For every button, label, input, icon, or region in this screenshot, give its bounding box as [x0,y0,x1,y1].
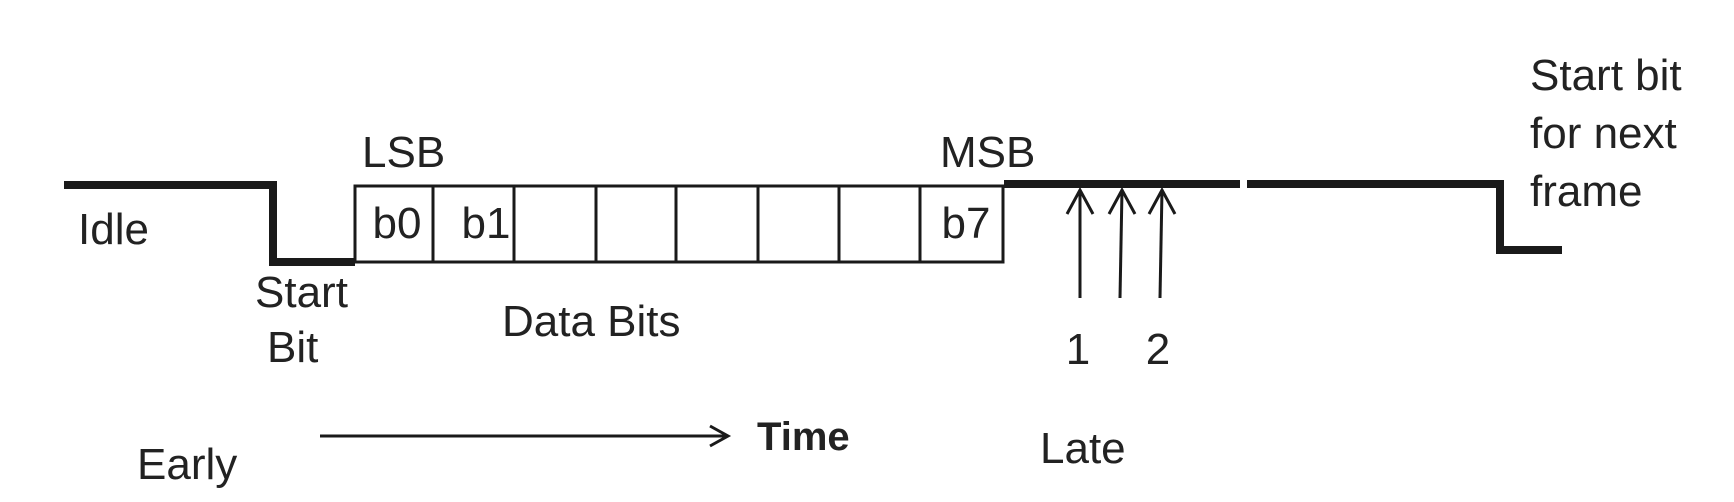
idle-line [64,181,355,266]
sample-arrow-2-shaft [1158,189,1164,299]
start-bit-label-line1: Start [255,268,348,317]
time-arrow-head [709,424,732,448]
sample-arrow-2-head [1147,186,1177,215]
start-bit-label-line2: Bit [267,323,318,372]
stop-marker-1: 1 [1066,325,1090,374]
bit-label-b1: b1 [462,199,511,248]
next-frame-label-line1: Start bit [1530,51,1682,100]
bit-label-b7: b7 [942,199,991,248]
next-frame-label-line2: for next [1530,109,1677,158]
time-label: Time [757,415,850,459]
next-start-bit-line [1247,180,1562,254]
sample-arrows [1065,186,1177,299]
data-bit-frame [353,184,1005,264]
sample-arrow-mid-head [1107,186,1137,215]
early-label: Early [137,440,237,489]
next-frame-label-line3: frame [1530,167,1642,216]
msb-label: MSB [940,128,1035,177]
data-bits-label: Data Bits [502,297,681,346]
lsb-label: LSB [362,128,445,177]
time-arrow [320,424,732,448]
stop-marker-2: 2 [1146,325,1170,374]
bit-cell-dividers [431,186,922,262]
sample-arrow-1-head [1065,186,1095,215]
late-label: Late [1040,424,1126,473]
sample-arrow-mid-shaft [1118,189,1124,299]
bit-label-b0: b0 [373,199,422,248]
idle-label: Idle [78,205,149,254]
